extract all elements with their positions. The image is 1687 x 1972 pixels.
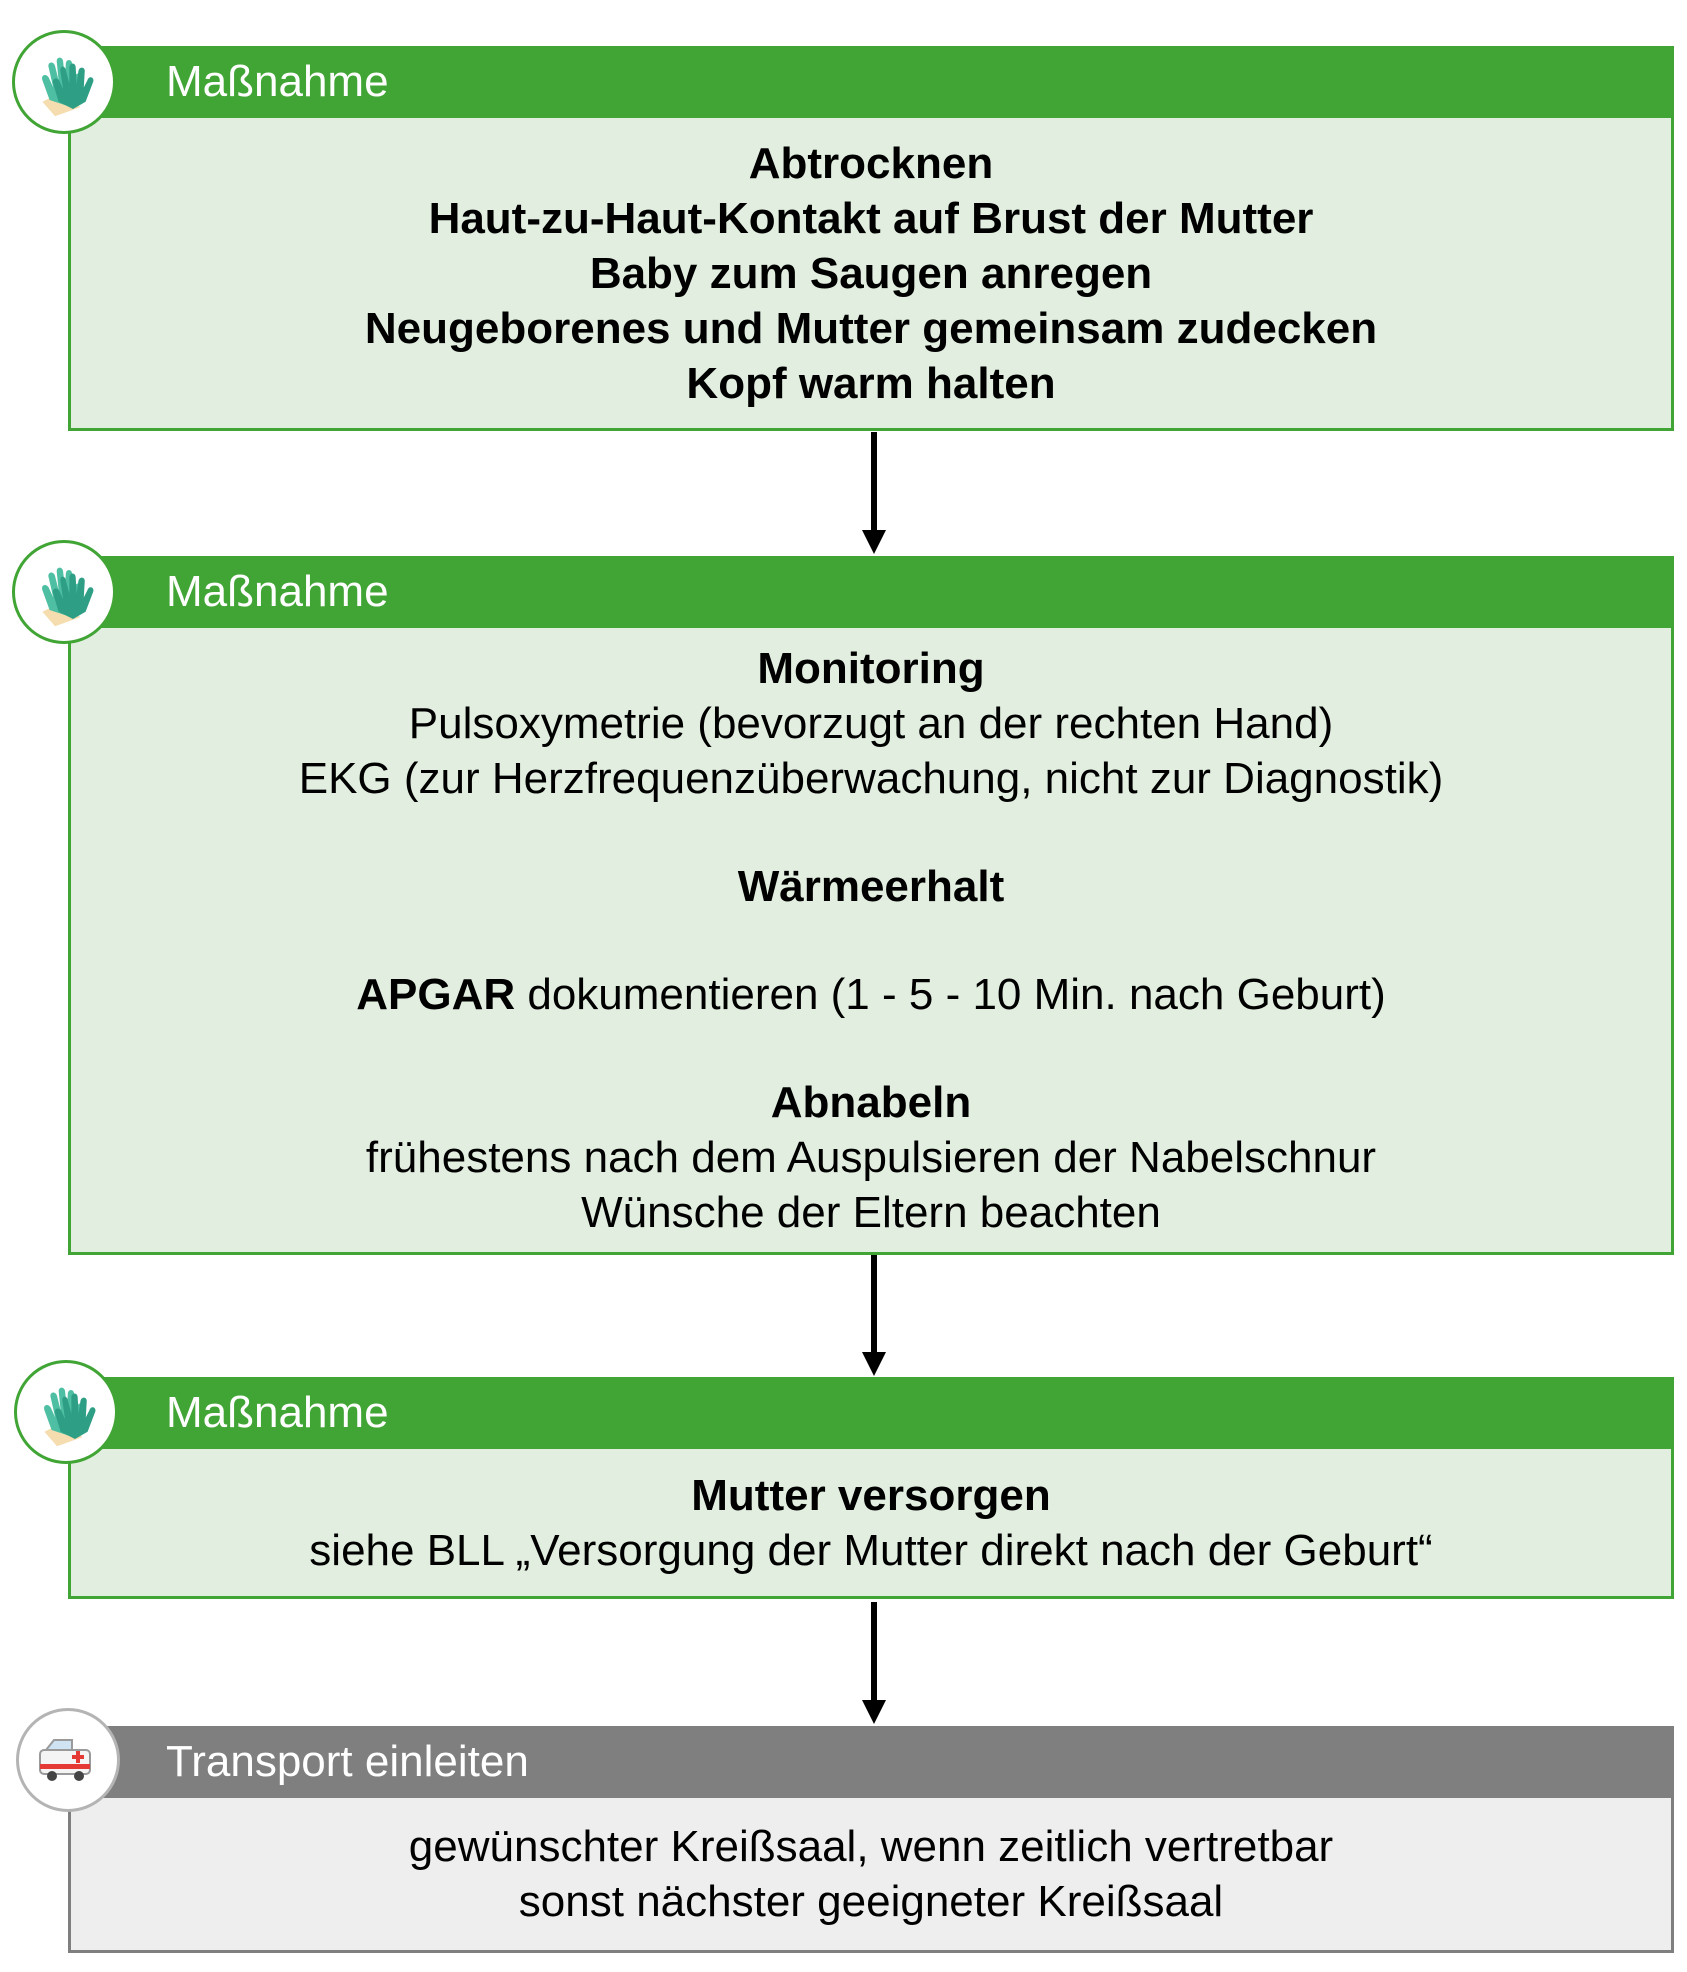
gloves-icon xyxy=(28,46,100,118)
step-body: Mutter versorgen siehe BLL „Versorgung d… xyxy=(68,1449,1674,1599)
step-line: Abtrocknen xyxy=(748,138,994,188)
flow-arrowhead xyxy=(862,1700,886,1724)
apgar-text: dokumentieren (1 - 5 - 10 Min. nach Gebu… xyxy=(515,969,1386,1019)
flow-arrow xyxy=(871,432,877,532)
step-line: Neugeborenes und Mutter gemeinsam zudeck… xyxy=(364,303,1378,353)
ambulance-icon xyxy=(39,1739,91,1781)
step-body: gewünschter Kreißsaal, wenn zeitlich ver… xyxy=(68,1798,1674,1953)
step-header-label: Maßnahme xyxy=(166,567,389,616)
flow-arrow xyxy=(871,1602,877,1702)
step-icon-badge xyxy=(14,1360,118,1464)
step-header: Maßnahme xyxy=(68,46,1674,118)
gloves-icon xyxy=(30,1376,102,1448)
step-title: Mutter versorgen xyxy=(691,1470,1051,1520)
step-line: siehe BLL „Versorgung der Mutter direkt … xyxy=(309,1525,1433,1575)
step-body: Abtrocknen Haut-zu-Haut-Kontakt auf Brus… xyxy=(68,118,1674,431)
abnabeln-title: Abnabeln xyxy=(770,1077,972,1127)
monitoring-title: Monitoring xyxy=(757,643,985,693)
step-line: gewünschter Kreißsaal, wenn zeitlich ver… xyxy=(408,1822,1334,1871)
step-header: Maßnahme xyxy=(68,1377,1674,1449)
step-header: Maßnahme xyxy=(68,556,1674,628)
warmth-title: Wärmeerhalt xyxy=(737,861,1005,911)
apgar-line: APGAR dokumentieren (1 - 5 - 10 Min. nac… xyxy=(356,967,1386,1022)
flow-arrowhead xyxy=(862,530,886,554)
step-icon-badge xyxy=(12,30,116,134)
step-line: Wünsche der Eltern beachten xyxy=(581,1187,1161,1237)
step-header-label: Transport einleiten xyxy=(166,1737,529,1786)
step-icon-badge xyxy=(16,1708,120,1812)
step-line: sonst nächster geeigneter Kreißsaal xyxy=(518,1877,1224,1926)
step-line: Baby zum Saugen anregen xyxy=(589,248,1153,298)
step-body: Monitoring Pulsoxymetrie (bevorzugt an d… xyxy=(68,628,1674,1255)
flow-arrow xyxy=(871,1255,877,1355)
step-line: Pulsoxymetrie (bevorzugt an der rechten … xyxy=(408,698,1334,748)
apgar-label: APGAR xyxy=(356,969,516,1019)
step-line: EKG (zur Herzfrequenzüberwachung, nicht … xyxy=(298,753,1444,803)
step-line: Haut-zu-Haut-Kontakt auf Brust der Mutte… xyxy=(428,193,1314,243)
gloves-icon xyxy=(28,556,100,628)
step-line: Kopf warm halten xyxy=(686,358,1056,408)
step-line: frühestens nach dem Auspulsieren der Nab… xyxy=(365,1132,1377,1182)
step-header-label: Maßnahme xyxy=(166,57,389,106)
step-header-label: Maßnahme xyxy=(166,1388,389,1437)
step-icon-badge xyxy=(12,540,116,644)
step-header: Transport einleiten xyxy=(68,1726,1674,1798)
flow-arrowhead xyxy=(862,1352,886,1376)
